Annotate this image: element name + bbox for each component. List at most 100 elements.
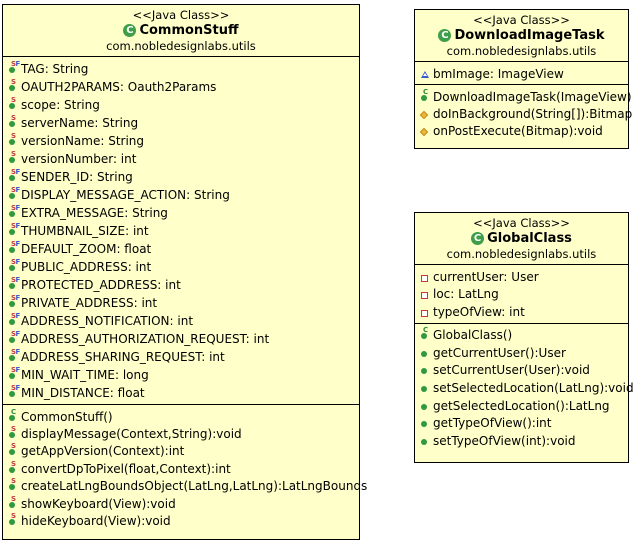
method-row[interactable]: getSelectedLocation():LatLng bbox=[418, 397, 628, 415]
method-label: getAppVersion(Context):int bbox=[21, 444, 185, 459]
class-header: <<Java Class>> C DownloadImageTask com.n… bbox=[415, 10, 628, 61]
field-label: THUMBNAIL_SIZE: int bbox=[21, 224, 149, 238]
sf-icon: SF bbox=[6, 367, 20, 382]
sf-icon: SF bbox=[6, 385, 20, 400]
class-title: C CommonStuff bbox=[3, 22, 359, 39]
public-dot-icon bbox=[418, 434, 432, 448]
private-square-icon bbox=[418, 270, 432, 284]
sf-icon: SF bbox=[6, 169, 20, 184]
class-package: com.nobledesignlabs.utils bbox=[446, 247, 597, 261]
method-label: convertDpToPixel(float,Context):int bbox=[21, 461, 231, 476]
class-icon: C bbox=[123, 24, 137, 37]
class-stereotype: <<Java Class>> bbox=[473, 216, 570, 230]
method-row[interactable]: setCurrentUser(User):void bbox=[418, 362, 628, 380]
method-label: setCurrentUser(User):void bbox=[433, 363, 590, 378]
field-label: serverName: String bbox=[21, 116, 139, 130]
private-square-icon bbox=[418, 305, 432, 319]
method-label: getSelectedLocation():LatLng bbox=[433, 398, 610, 413]
class-box-downloadimagetask[interactable]: <<Java Class>> C DownloadImageTask com.n… bbox=[414, 9, 632, 149]
field-label: versionName: String bbox=[21, 134, 145, 148]
public-dot-icon bbox=[418, 399, 432, 413]
sf-icon: SF bbox=[6, 259, 20, 274]
method-label: setSelectedLocation(LatLng):void bbox=[433, 381, 634, 396]
s-icon: S bbox=[6, 79, 20, 94]
method-row[interactable]: getTypeOfView():int bbox=[418, 414, 628, 432]
method-label: showKeyboard(View):void bbox=[21, 496, 176, 511]
sf-icon: SF bbox=[6, 349, 20, 364]
s-icon: S bbox=[6, 478, 20, 493]
class-title: C DownloadImageTask bbox=[415, 27, 628, 44]
public-dot-icon bbox=[418, 363, 432, 377]
public-dot-icon bbox=[418, 381, 432, 395]
s-icon: S bbox=[6, 115, 20, 130]
method-label: doInBackground(String[]):Bitmap bbox=[433, 106, 633, 121]
method-label: CommonStuff() bbox=[21, 409, 113, 424]
field-row[interactable]: typeOfView: int bbox=[418, 303, 628, 321]
class-box-commonstuff[interactable]: <<Java Class>> C CommonStuff com.noblede… bbox=[2, 4, 367, 540]
class-name: CommonStuff bbox=[139, 23, 239, 38]
field-label: EXTRA_MESSAGE: String bbox=[21, 206, 168, 220]
field-label: DEFAULT_ZOOM: float bbox=[21, 242, 152, 256]
sf-icon: SF bbox=[6, 241, 20, 256]
s-icon: S bbox=[6, 513, 20, 528]
method-label: DownloadImageTask(ImageView) bbox=[433, 89, 632, 104]
field-row[interactable]: currentUser: User bbox=[418, 268, 628, 286]
field-label: PUBLIC_ADDRESS: int bbox=[21, 260, 152, 274]
field-label: OAUTH2PARAMS: Oauth2Params bbox=[21, 80, 217, 94]
field-label: TAG: String bbox=[21, 62, 89, 76]
s-icon: S bbox=[6, 495, 20, 511]
protected-diamond-icon bbox=[418, 124, 432, 138]
method-row[interactable]: setSelectedLocation(LatLng):void bbox=[418, 379, 634, 397]
class-stereotype: <<Java Class>> bbox=[132, 8, 230, 22]
sf-icon: SF bbox=[6, 187, 20, 202]
public-dot-icon bbox=[418, 416, 432, 430]
method-row[interactable]: doInBackground(String[]):Bitmap bbox=[418, 105, 632, 122]
method-label: createLatLngBoundsObject(LatLng,LatLng):… bbox=[21, 479, 368, 494]
sf-icon: SF bbox=[6, 313, 20, 328]
method-row[interactable]: getCurrentUser():User bbox=[418, 344, 628, 362]
field-label: ADDRESS_AUTHORIZATION_REQUEST: int bbox=[21, 332, 270, 346]
s-icon: S bbox=[6, 443, 20, 458]
method-label: getCurrentUser():User bbox=[433, 345, 566, 360]
protected-diamond-icon bbox=[418, 107, 432, 121]
s-icon: S bbox=[6, 460, 20, 476]
field-row[interactable]: bmImage: ImageView bbox=[418, 65, 628, 82]
method-row[interactable]: setTypeOfView(int):void bbox=[418, 432, 628, 450]
class-box-globalclass[interactable]: <<Java Class>> C GlobalClass com.noblede… bbox=[414, 212, 634, 463]
method-row[interactable]: onPostExecute(Bitmap):void bbox=[418, 122, 628, 139]
class-icon: C bbox=[438, 29, 452, 42]
fields-section: bmImage: ImageView bbox=[415, 61, 628, 84]
field-row[interactable]: loc: LatLng bbox=[418, 286, 628, 304]
